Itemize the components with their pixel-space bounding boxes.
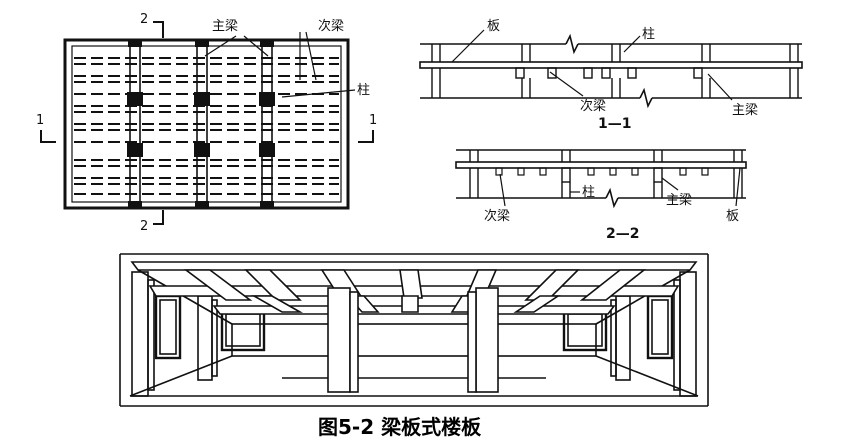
plan-leaders bbox=[204, 31, 356, 98]
figure-caption: 图5-2 梁板式楼板 bbox=[318, 415, 482, 439]
column bbox=[127, 143, 143, 157]
section-1-1 bbox=[419, 29, 803, 109]
section-2-title: 2—2 bbox=[606, 226, 639, 242]
plan-column-label: 柱 bbox=[357, 83, 370, 98]
section-mark-2-bottom: 2 bbox=[140, 219, 148, 234]
column bbox=[194, 92, 210, 106]
column bbox=[127, 92, 143, 106]
plan-pilasters bbox=[128, 40, 274, 208]
plan-main-beams bbox=[129, 46, 273, 202]
section-mark-1-right: 1 bbox=[369, 113, 377, 128]
section-mark-2-top: 2 bbox=[140, 12, 148, 27]
plan-view bbox=[40, 21, 374, 225]
section-1-secondary-beam-label: 次梁 bbox=[580, 98, 606, 114]
section-1-column-label: 柱 bbox=[642, 27, 655, 42]
section-1-slab bbox=[419, 61, 803, 69]
plan-secondary-beam-label: 次梁 bbox=[318, 18, 344, 34]
plan-main-beam-label: 主梁 bbox=[212, 19, 238, 34]
plan-section-marks bbox=[40, 21, 374, 225]
section-1-slab-label: 板 bbox=[487, 19, 500, 34]
section-2-slab-label: 板 bbox=[726, 209, 739, 224]
section-2-secondary-beam-label: 次梁 bbox=[484, 208, 510, 224]
section-1-title: 1—1 bbox=[598, 116, 631, 132]
section-2-2 bbox=[455, 149, 747, 209]
column bbox=[259, 143, 275, 157]
section-2-slab bbox=[455, 161, 747, 169]
section-2-main-beam-label: 主梁 bbox=[666, 193, 692, 208]
perspective-view bbox=[119, 253, 709, 407]
column bbox=[194, 143, 210, 157]
plan-secondary-beams bbox=[74, 57, 339, 195]
section-1-main-beam-label: 主梁 bbox=[732, 103, 758, 118]
column bbox=[259, 92, 275, 106]
section-2-column-label: 柱 bbox=[582, 185, 595, 200]
section-mark-1-left: 1 bbox=[36, 113, 44, 128]
plan-columns bbox=[127, 92, 275, 157]
